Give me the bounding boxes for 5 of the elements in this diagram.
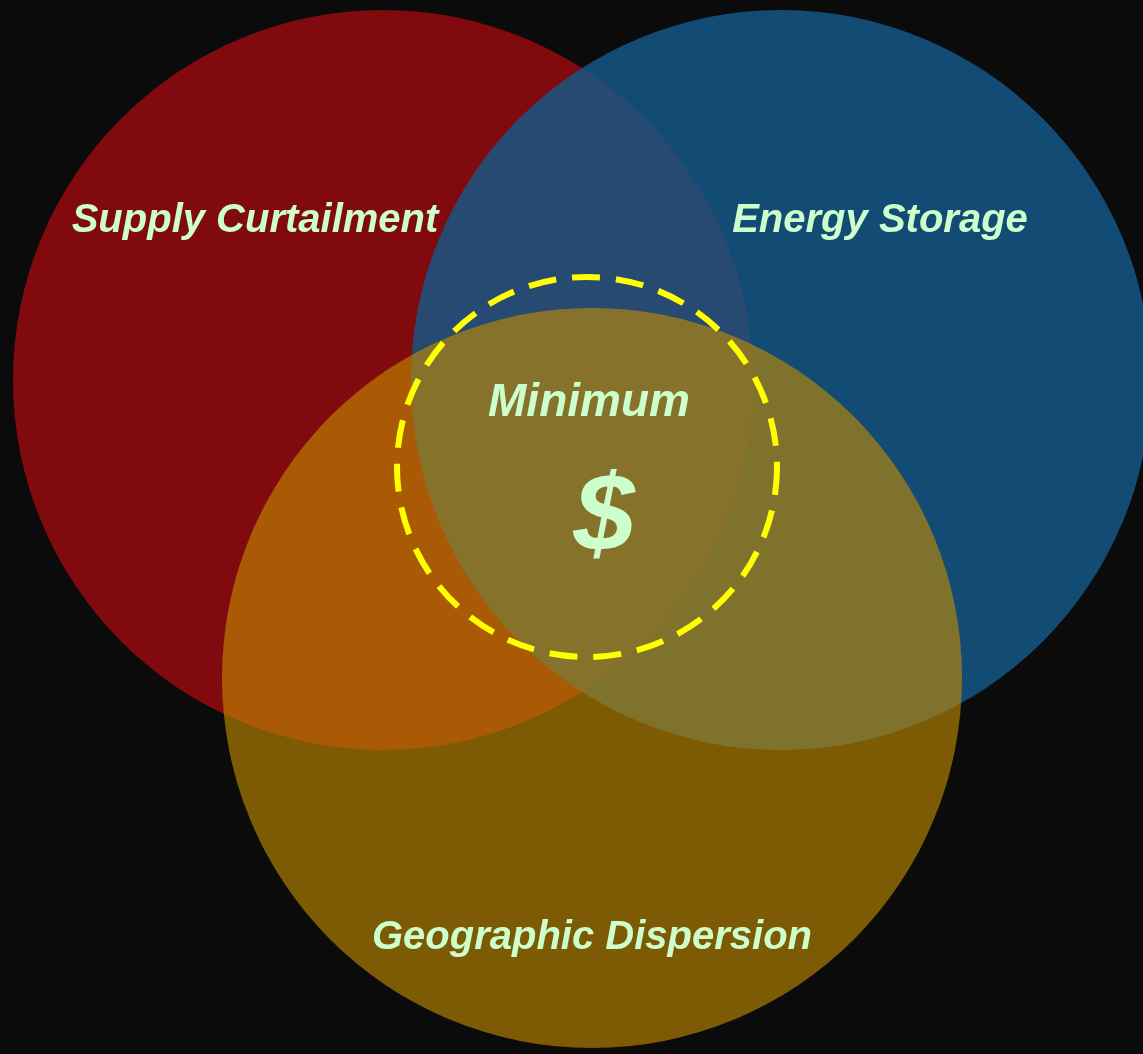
circle-label: Supply Curtailment	[71, 198, 439, 238]
center-label: Minimum	[488, 377, 690, 423]
circle-label: Geographic Dispersion	[371, 915, 813, 955]
circle-label: Energy Storage	[732, 198, 1028, 238]
dollar-sign: $	[573, 457, 635, 567]
